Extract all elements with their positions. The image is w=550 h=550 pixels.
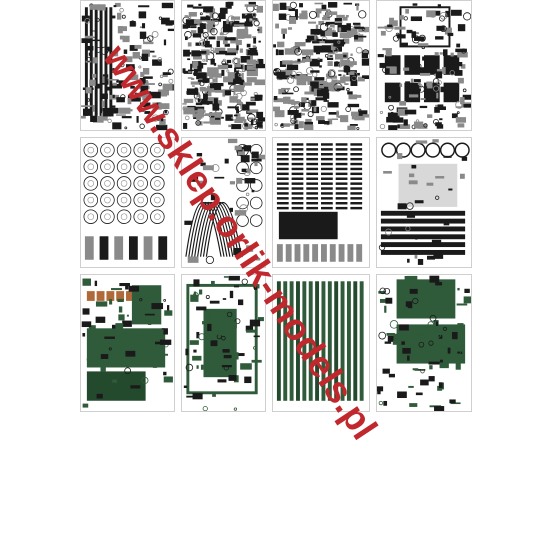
sheet-parts-art [184, 138, 265, 265]
model-sheet-8 [376, 137, 472, 268]
model-sheet-12 [376, 274, 472, 412]
sheet-grid [80, 0, 472, 412]
model-sheet-1 [80, 0, 175, 131]
model-sheet-3 [272, 0, 370, 131]
sheet-parts-art [81, 2, 174, 130]
model-sheet-5 [80, 137, 175, 268]
sheet-parts-art [377, 275, 471, 411]
model-sheet-2 [181, 0, 266, 131]
model-sheet-7 [272, 137, 370, 268]
sheet-parts-art [378, 139, 470, 265]
model-sheet-10 [181, 274, 266, 412]
sheet-parts-art [83, 142, 168, 260]
sheet-parts-art [81, 278, 173, 408]
model-sheet-11 [272, 274, 370, 412]
sheet-parts-art [182, 1, 265, 130]
model-sheet-9 [80, 274, 175, 412]
sheet-parts-art [276, 143, 363, 262]
sheet-parts-art [377, 3, 471, 130]
sheet-parts-art [276, 281, 364, 401]
model-sheet-6 [181, 137, 266, 268]
sheet-parts-art [273, 1, 369, 130]
sheet-parts-art [183, 275, 264, 411]
model-sheet-4 [376, 0, 472, 131]
